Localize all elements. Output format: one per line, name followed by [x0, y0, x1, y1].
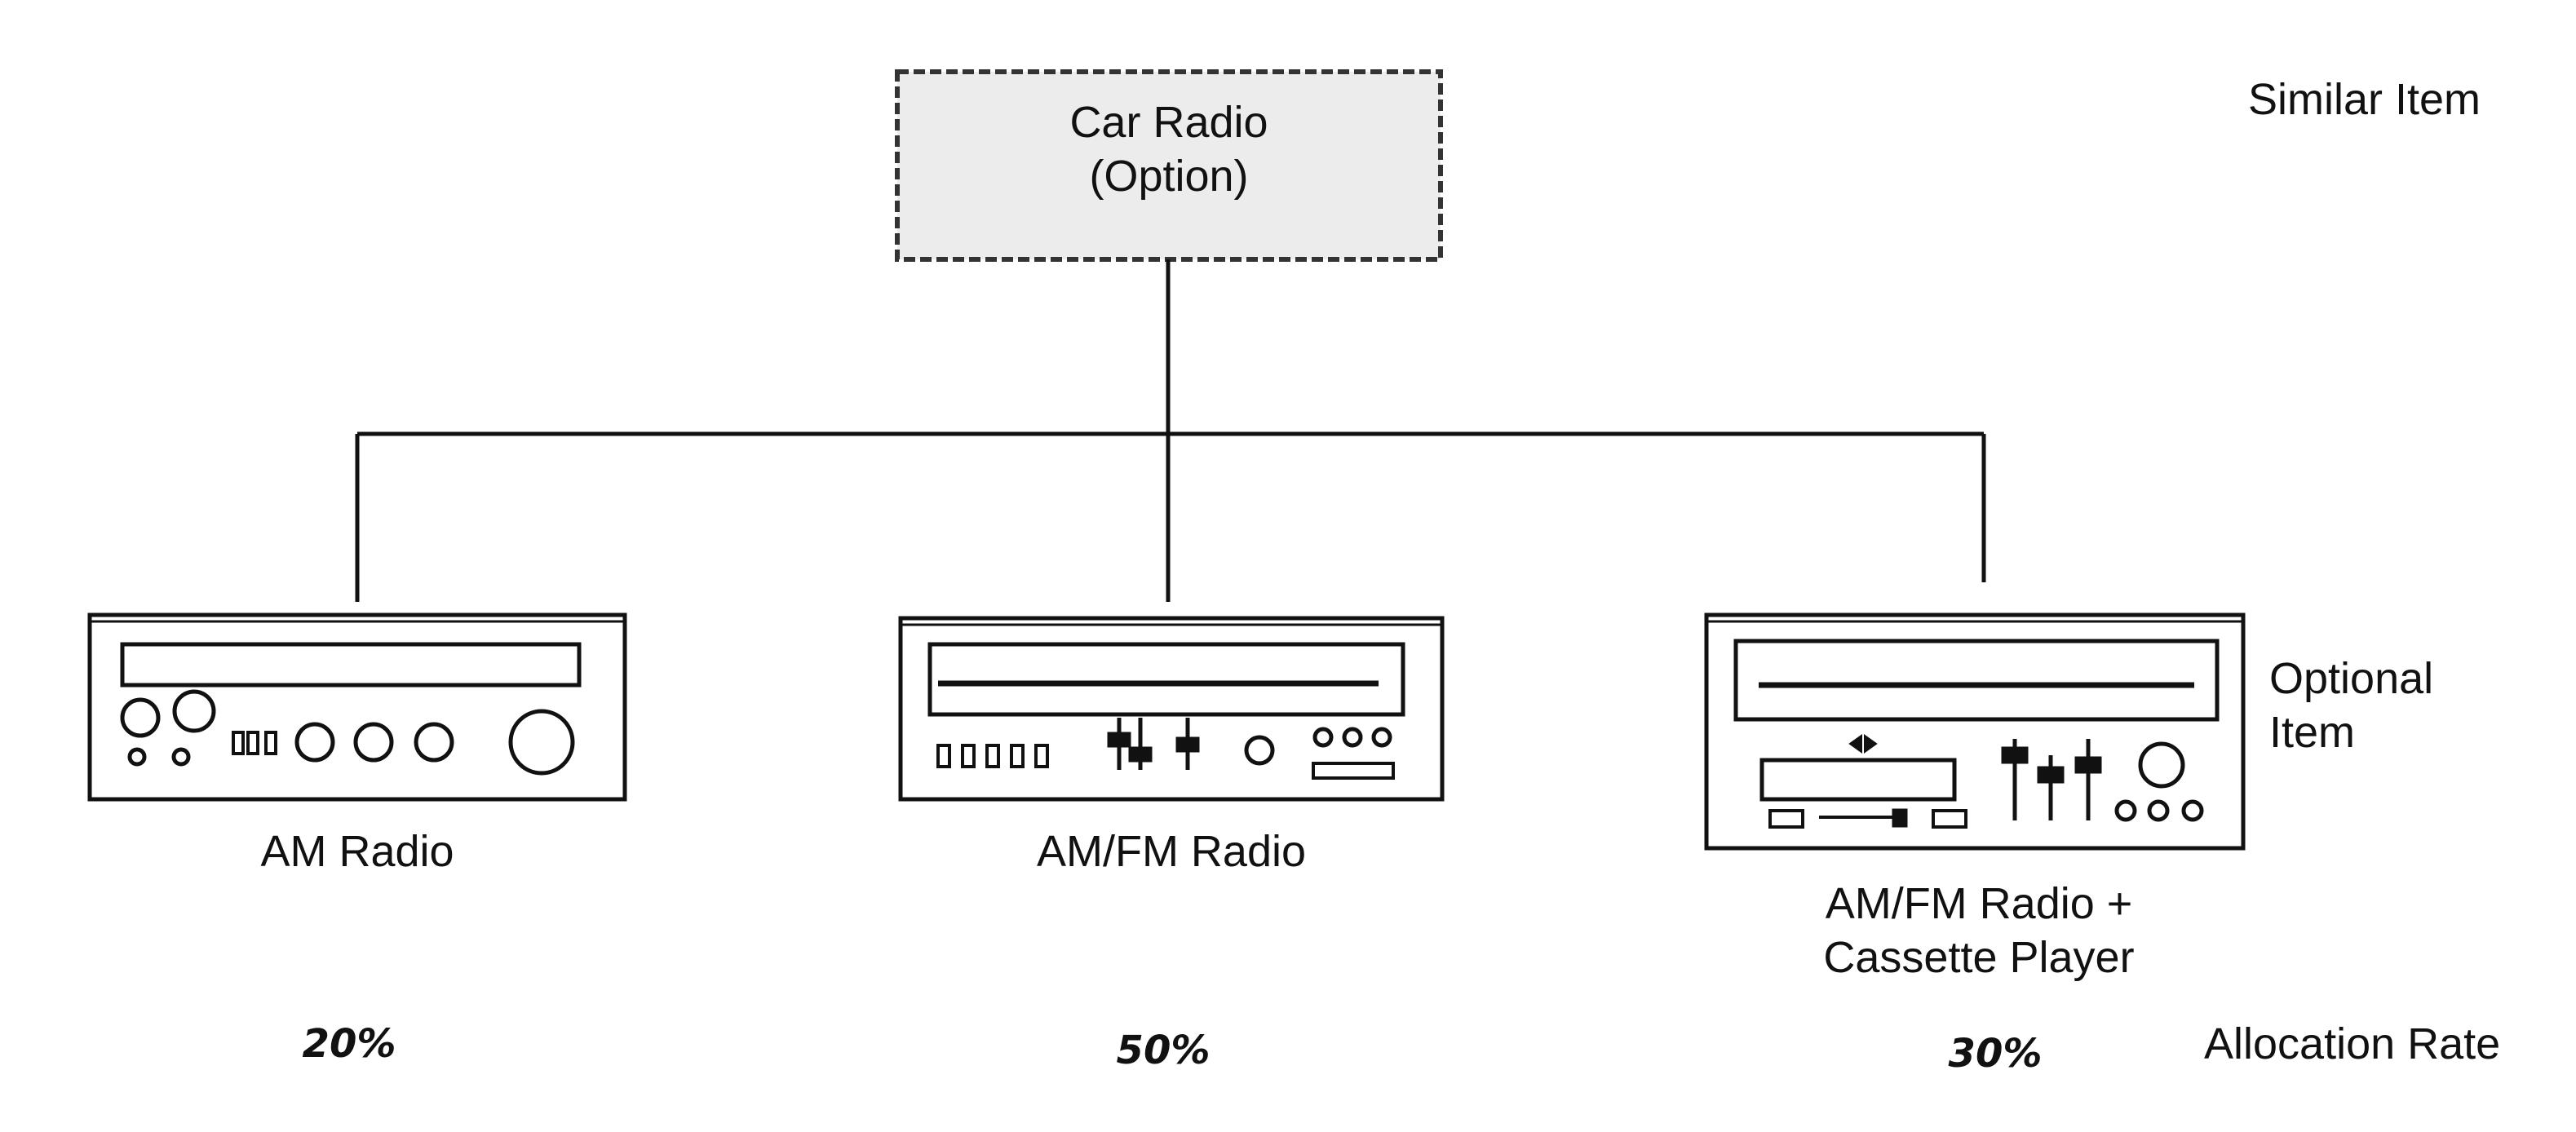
am-radio-icon: [87, 612, 627, 802]
rate-am-radio: 20%: [302, 1021, 396, 1067]
item-name-line-2: Cassette Player: [1823, 932, 2135, 982]
item-name-line-1: AM/FM Radio +: [1825, 879, 2133, 928]
root-node-label: Car Radio (Option): [897, 96, 1441, 204]
allocation-rate-label: Allocation Rate: [2204, 1019, 2501, 1068]
root-line-1: Car Radio: [1069, 98, 1268, 147]
optional-item-line-1: Optional: [2269, 654, 2434, 703]
item-name-am-fm-cassette: AM/FM Radio + Cassette Player: [1751, 878, 2207, 985]
item-name-am-fm-radio: AM/FM Radio: [967, 825, 1375, 879]
am-fm-radio-icon: [898, 616, 1445, 802]
rate-am-fm-cassette: 30%: [1948, 1031, 2043, 1077]
am-fm-cassette-icon: [1704, 612, 2246, 851]
root-line-2: (Option): [1089, 151, 1249, 201]
rate-am-fm-radio: 50%: [1116, 1028, 1211, 1073]
similar-item-label: Similar Item: [2248, 75, 2481, 124]
optional-item-label: Optional Item: [2269, 652, 2433, 760]
optional-item-line-2: Item: [2269, 707, 2356, 757]
item-name-line-1: AM Radio: [260, 827, 454, 876]
root-node-box: [895, 69, 1443, 262]
tree-connectors: [355, 259, 1986, 602]
item-name-am-radio: AM Radio: [153, 825, 561, 879]
item-name-line-1: AM/FM Radio: [1036, 827, 1307, 876]
